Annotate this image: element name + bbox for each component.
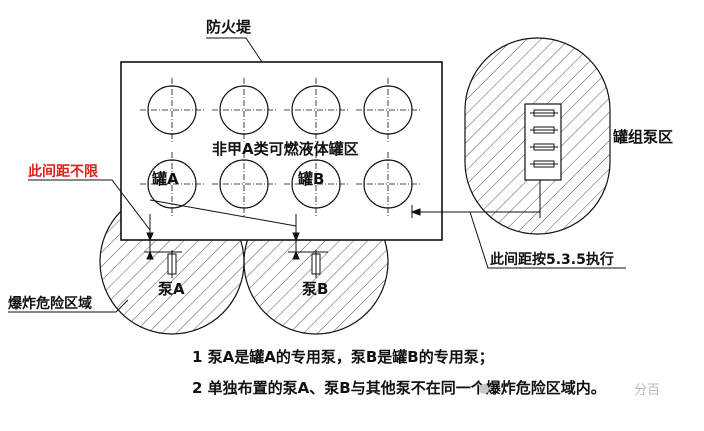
tank-a-label: 罐A <box>151 170 179 188</box>
tank-area-label: 非甲A类可燃液体罐区 <box>212 140 359 158</box>
spacing-unlimited-label: 此间距不限 <box>28 163 98 180</box>
dimension-lines <box>8 37 626 313</box>
note-1: 1 泵A是罐A的专用泵，泵B是罐B的专用泵； <box>192 348 494 366</box>
watermark-text: 分百 <box>634 383 660 398</box>
pump-b <box>311 250 321 278</box>
tanks <box>140 78 420 216</box>
pump-group <box>524 103 562 181</box>
hazard-zone-label: 爆炸危险区域 <box>8 295 92 312</box>
pump-a <box>167 250 177 278</box>
spacing-rule-label: 此间距按5.3.5执行 <box>490 251 614 268</box>
note-2: 2 单独布置的泵A、泵B与其他泵不在同一个爆炸危险区域内。 <box>192 379 606 397</box>
pump-a-label: 泵A <box>158 280 185 298</box>
watermark: 分百 <box>479 383 660 398</box>
tank-b-label: 罐B <box>297 170 324 188</box>
pump-area-label: 罐组泵区 <box>612 128 673 146</box>
dike-label: 防火堤 <box>206 18 252 36</box>
fire-dike <box>120 61 443 241</box>
pump-b-label: 泵B <box>302 280 328 298</box>
